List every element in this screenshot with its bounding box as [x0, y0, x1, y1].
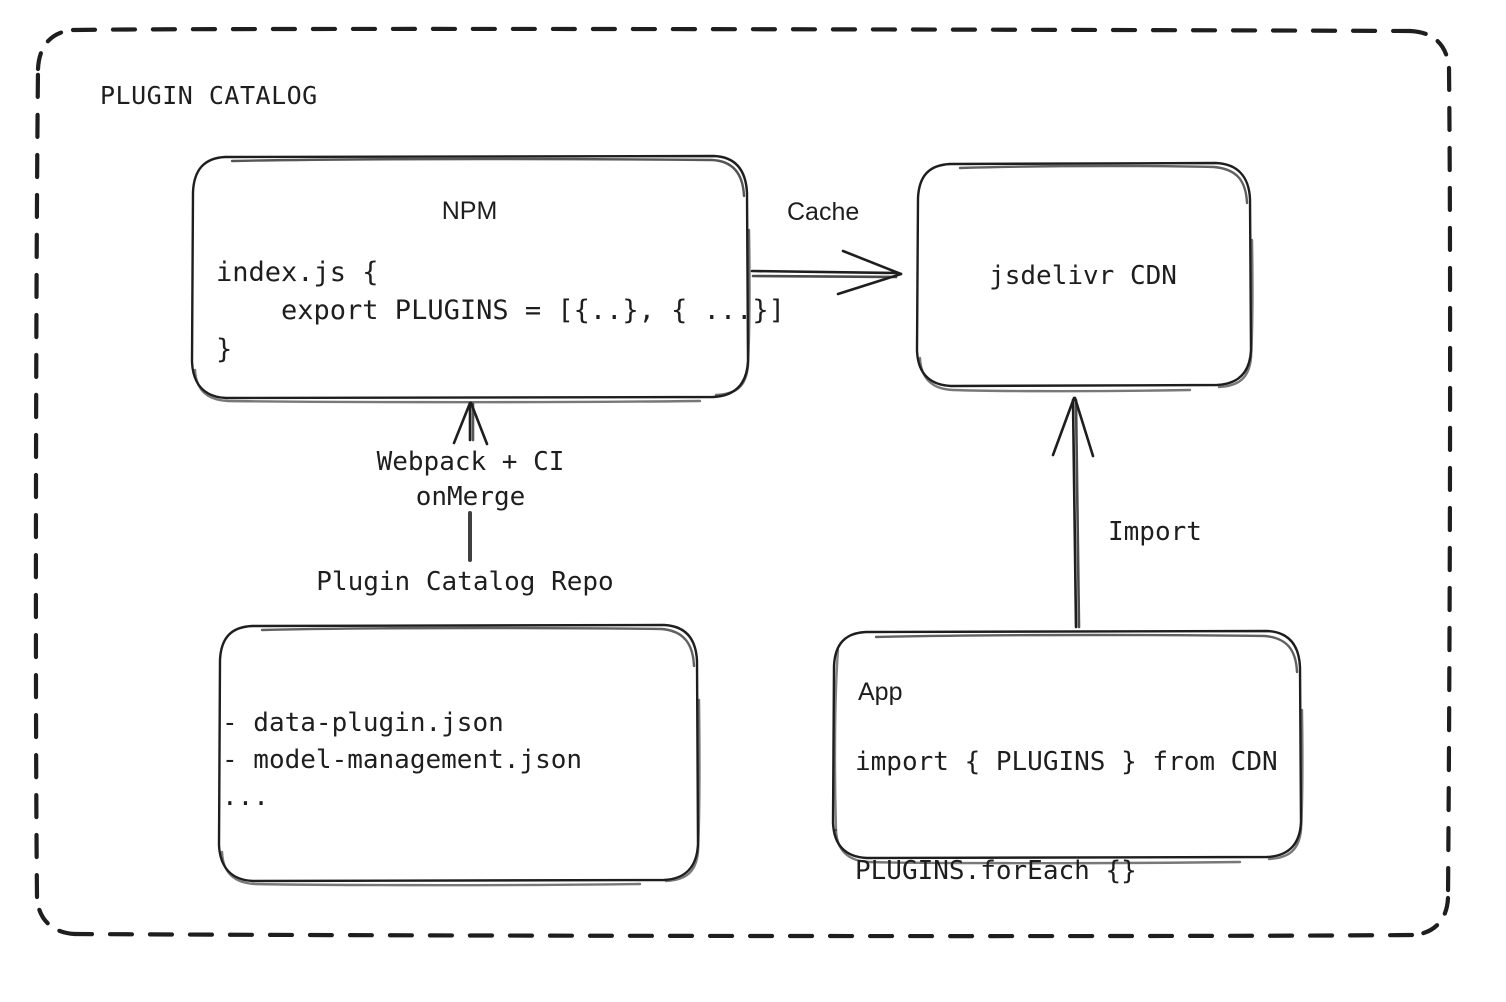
app-box-outline: [831, 629, 1304, 865]
cdn-box-outline: [915, 161, 1254, 393]
repo-node-items: - data-plugin.json - model-management.js…: [222, 708, 583, 812]
app-node-title: App: [858, 678, 903, 706]
import-edge-label: Import: [1108, 517, 1202, 547]
cache-edge-label: Cache: [787, 198, 860, 226]
repo-box-outline: [217, 623, 701, 887]
app-node-code: import { PLUGINS } from CDN PLUGINS.forE…: [855, 747, 1278, 887]
cache-arrow: [750, 249, 903, 296]
import-arrow: [1051, 396, 1095, 629]
npm-node-code: index.js { export PLUGINS = [{..}, { ...…: [216, 257, 785, 365]
plugin-catalog-frame: [33, 26, 1453, 939]
build-edge-label: Webpack + CI onMerge: [376, 447, 565, 512]
frame-title: PLUGIN CATALOG: [100, 81, 318, 110]
build-arrow: [452, 401, 489, 562]
npm-node-title: NPM: [441, 197, 498, 225]
npm-box-outline: [190, 154, 751, 404]
cdn-node-title: jsdelivr CDN: [989, 261, 1177, 291]
repo-node-caption: Plugin Catalog Repo: [316, 567, 614, 597]
